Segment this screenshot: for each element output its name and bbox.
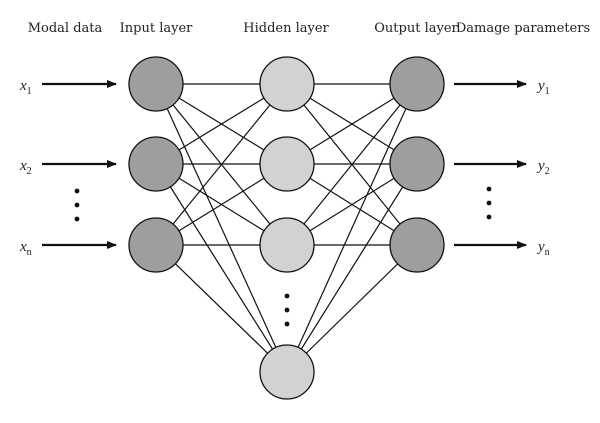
header-hidden-layer: Hidden layer (243, 21, 329, 36)
header-output-layer: Output layer (374, 21, 458, 36)
output-node-2 (389, 136, 445, 192)
hidden-node-4 (259, 344, 315, 400)
output-node-3 (389, 217, 445, 273)
input-node-2 (128, 136, 184, 192)
hidden-node-3 (259, 217, 315, 273)
header-damage-parameters: Damage parameters (456, 21, 590, 36)
input-label-1: x1 (19, 78, 32, 97)
header-modal-data: Modal data (28, 21, 103, 36)
edge-hidden-4-output-2 (286, 163, 418, 373)
output-node-1 (389, 56, 445, 112)
output-label-n: yn (536, 239, 550, 258)
input-node-1 (128, 56, 184, 112)
edge-input-2-hidden-4 (155, 163, 288, 373)
hidden-node-2 (259, 136, 315, 192)
hidden-ellipsis (284, 293, 290, 327)
neurons (128, 56, 445, 400)
edge-hidden-3-output-1 (286, 83, 418, 246)
header-input-layer: Input layer (120, 21, 194, 36)
input-label-n: xn (19, 239, 32, 258)
output-label-2: y2 (536, 158, 550, 177)
edge-hidden-4-output-1 (286, 83, 418, 373)
edge-input-3-hidden-1 (155, 83, 288, 246)
input-node-3 (128, 217, 184, 273)
output-labels: y1 y2 yn (536, 78, 550, 258)
edge-input-1-hidden-4 (155, 83, 288, 373)
edge-input-3-hidden-4 (155, 244, 288, 373)
output-label-1: y1 (536, 78, 550, 97)
input-arrows (42, 80, 117, 249)
edge-hidden-4-output-3 (286, 244, 418, 373)
output-ellipsis (486, 186, 492, 220)
output-arrows (454, 80, 527, 249)
input-label-2: x2 (19, 158, 32, 177)
input-ellipsis (74, 188, 80, 222)
hidden-node-1 (259, 56, 315, 112)
input-labels: x1 x2 xn (19, 78, 32, 258)
